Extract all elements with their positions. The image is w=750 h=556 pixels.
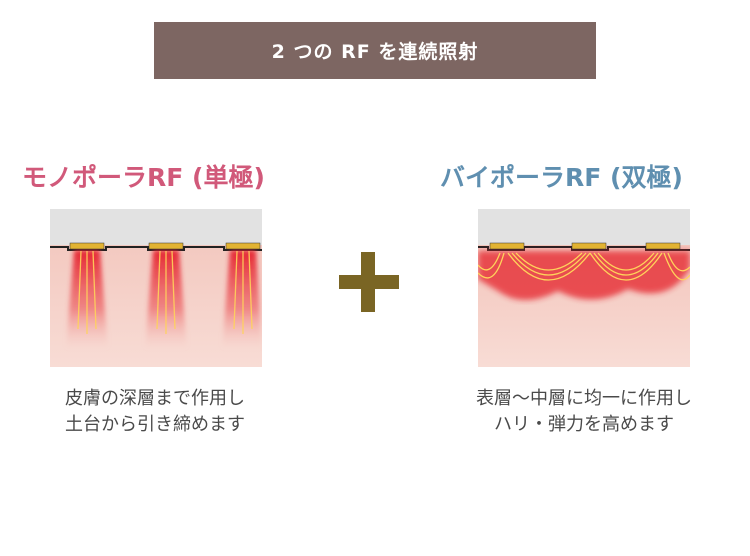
monopolar-beams — [66, 250, 262, 349]
monopolar-heading: モノポーラRF (単極) — [22, 163, 265, 192]
caption-line: 皮膚の深層まで作用し — [65, 388, 245, 409]
title-banner: 2 つの RF を連続照射 — [154, 22, 596, 79]
monopolar-caption: 皮膚の深層まで作用し 土台から引き締めます — [5, 386, 305, 438]
electrode-icon — [69, 242, 261, 250]
electrode-icon — [489, 242, 681, 250]
monopolar-illustration — [50, 209, 262, 367]
caption-line: 表層〜中層に均一に作用し — [476, 388, 692, 409]
plus-icon — [333, 246, 405, 318]
caption-line: 土台から引き締めます — [65, 414, 245, 435]
bipolar-illustration — [478, 209, 690, 367]
caption-line: ハリ・弾力を高めます — [494, 414, 674, 435]
banner-title: 2 つの RF を連続照射 — [271, 41, 479, 63]
bipolar-heading: バイポーラRF (双極) — [440, 163, 683, 192]
bipolar-arcs — [478, 251, 690, 300]
bipolar-caption: 表層〜中層に均一に作用し ハリ・弾力を高めます — [434, 386, 734, 438]
